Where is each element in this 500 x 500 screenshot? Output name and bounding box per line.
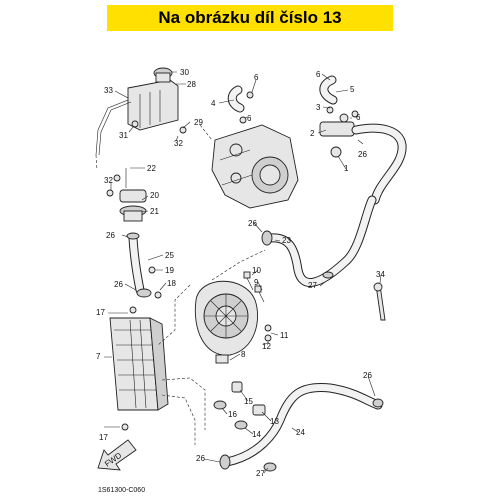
hose-4 xyxy=(227,85,254,124)
clip-34 xyxy=(373,282,386,321)
callout-28: 28 xyxy=(187,80,196,89)
callout-26-fifth: 26 xyxy=(363,371,372,380)
engine-block xyxy=(211,124,299,209)
coolant-reservoir xyxy=(95,67,187,156)
callout-8: 8 xyxy=(241,350,246,359)
fan-assembly xyxy=(194,280,272,364)
hose-25 xyxy=(126,232,162,299)
callout-6: 6 xyxy=(254,73,259,82)
part-number-banner: Na obrázku díl číslo 13 xyxy=(107,5,393,31)
callout-10: 10 xyxy=(252,266,261,275)
thermostat-housing xyxy=(106,168,147,222)
callout-26-second: 26 xyxy=(114,280,123,289)
callout-31: 31 xyxy=(119,131,128,140)
callout-27: 27 xyxy=(308,281,317,290)
callout-15: 15 xyxy=(244,397,253,406)
callout-17: 17 xyxy=(96,308,105,317)
callout-11: 11 xyxy=(280,331,289,340)
callout-26-sixth: 26 xyxy=(196,454,205,463)
callout-27-second: 27 xyxy=(256,469,265,478)
callout-24: 24 xyxy=(296,428,305,437)
fittings xyxy=(213,381,266,430)
callout-18: 18 xyxy=(167,279,176,288)
dashed-guides xyxy=(95,124,266,445)
callout-22: 22 xyxy=(147,164,156,173)
callout-33: 33 xyxy=(104,86,113,95)
callout-19: 19 xyxy=(165,266,174,275)
callout-14: 14 xyxy=(252,430,261,439)
callout-16: 16 xyxy=(228,410,237,419)
callout-26-fourth: 26 xyxy=(248,219,257,228)
callout-1: 1 xyxy=(344,164,349,173)
callout-9: 9 xyxy=(254,278,259,287)
callout-7: 7 xyxy=(96,352,101,361)
callout-6-second: 6 xyxy=(247,114,252,123)
callout-29: 29 xyxy=(194,118,203,127)
callout-6-third: 6 xyxy=(316,70,321,79)
callout-32-second: 32 xyxy=(104,176,113,185)
callout-6-fourth: 6 xyxy=(356,113,361,122)
callout-30: 30 xyxy=(180,68,189,77)
callout-labels: 30 28 33 29 31 32 22 32 20 21 26 25 19 2… xyxy=(96,68,385,478)
callout-12: 12 xyxy=(262,342,271,351)
callout-34: 34 xyxy=(376,270,385,279)
callout-32: 32 xyxy=(174,139,183,148)
bolts-9-10 xyxy=(243,271,265,303)
callout-23: 23 xyxy=(282,236,291,245)
hose-24 xyxy=(219,382,384,472)
fwd-arrow xyxy=(97,439,137,471)
callout-25: 25 xyxy=(165,251,174,260)
callout-26: 26 xyxy=(106,231,115,240)
callout-21: 21 xyxy=(150,207,159,216)
callout-4: 4 xyxy=(211,99,216,108)
callout-5: 5 xyxy=(350,85,355,94)
diagram-code: 1S61300-C060 xyxy=(98,487,145,494)
hose-23 xyxy=(261,195,377,287)
radiator xyxy=(109,306,169,431)
callout-3: 3 xyxy=(316,103,321,112)
leader-lines xyxy=(104,71,382,474)
hose-upper-right xyxy=(351,123,407,205)
callout-17-second: 17 xyxy=(99,433,108,442)
callout-26-third: 26 xyxy=(358,150,367,159)
callout-2: 2 xyxy=(310,129,315,138)
callout-20: 20 xyxy=(150,191,159,200)
callout-13: 13 xyxy=(270,417,279,426)
